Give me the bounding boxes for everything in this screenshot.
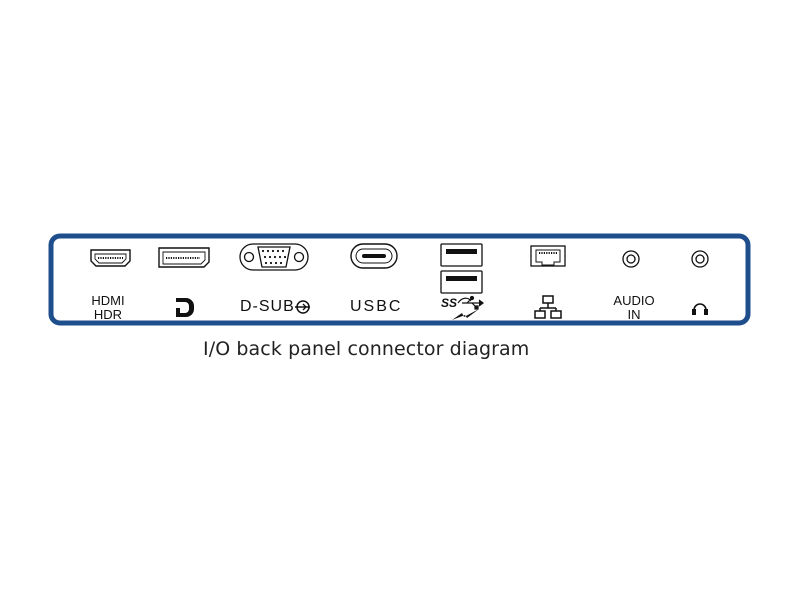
displayport-port-icon <box>158 247 210 268</box>
panel-frame <box>48 233 751 326</box>
usb-c-port-icon <box>350 243 398 269</box>
audio-in-label: AUDIO IN <box>613 293 655 322</box>
analog-input-icon <box>295 300 310 314</box>
dsub-label: D-SUB <box>240 298 295 315</box>
ethernet-port-icon <box>530 245 566 267</box>
superspeed-usb-charging-icon: SS <box>441 295 484 320</box>
displayport-logo-icon <box>176 298 194 317</box>
audio-jack-icon <box>691 250 709 268</box>
svg-text:SS: SS <box>441 296 457 310</box>
network-icon <box>534 295 562 319</box>
headphone-icon <box>692 303 708 315</box>
vga-port-icon <box>239 243 309 271</box>
hdmi-label: HDMI HDR <box>91 293 125 322</box>
diagram-caption: I/O back panel connector diagram <box>203 338 530 360</box>
audio-jack-icon <box>622 250 640 268</box>
hdmi-port-icon <box>90 249 131 267</box>
usb-a-ports-icon <box>440 243 483 294</box>
usbc-label: USBC <box>350 298 403 315</box>
